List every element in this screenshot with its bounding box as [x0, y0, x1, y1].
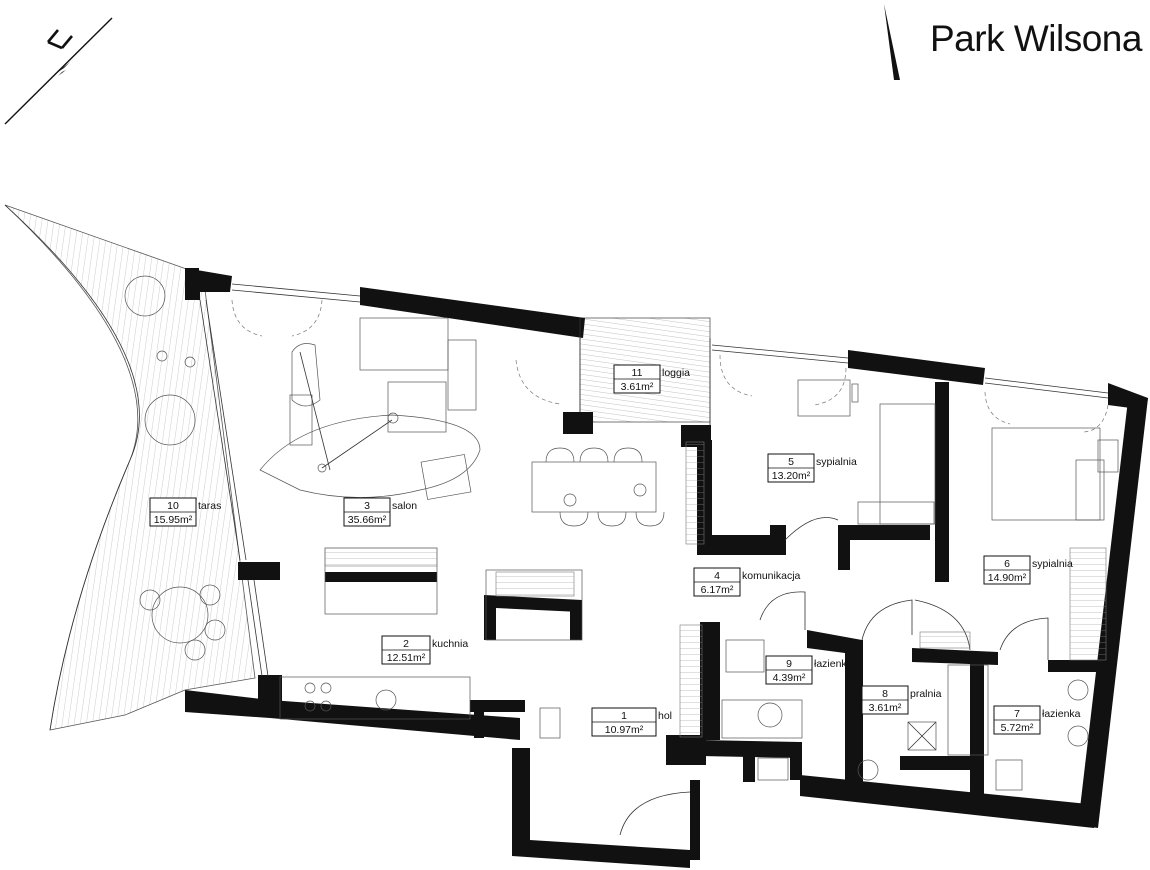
- room-label-9: 9 4.39m² łazienka: [765, 655, 853, 685]
- room-number: 7: [1014, 708, 1020, 720]
- room-label-11: 11 3.61m² loggia: [613, 364, 690, 394]
- room-number: 3: [364, 500, 370, 512]
- room-name: salon: [392, 500, 417, 512]
- room-label-1: 1 10.97m² hol: [591, 707, 672, 737]
- room-number: 5: [788, 456, 794, 468]
- living-room-furniture: [259, 317, 665, 527]
- room-area: 6.17m²: [701, 584, 734, 596]
- room-number: 2: [403, 638, 409, 650]
- room-number: 1: [621, 710, 627, 722]
- room-area: 5.72m²: [1001, 722, 1034, 734]
- bedroom-6-furniture: [919, 427, 1119, 661]
- room-name: sypialnia: [816, 456, 857, 468]
- room-name: taras: [198, 500, 221, 512]
- kitchen-furniture: [279, 547, 583, 739]
- room-labels: 1 10.97m² hol 2 12.51m² kuchnia 3 35.66m² salon 4…: [149, 364, 1081, 737]
- room-area: 15.95m²: [154, 514, 193, 526]
- orientation-marker-icon: [884, 4, 900, 80]
- room-name: pralnia: [910, 688, 942, 700]
- room-number: 6: [1004, 558, 1010, 570]
- page-title: Park Wilsona: [930, 18, 1142, 59]
- door-swings: [231, 299, 1109, 836]
- hall-wardrobe: [679, 624, 703, 738]
- room-area: 3.61m²: [869, 702, 902, 714]
- room-area: 35.66m²: [348, 514, 387, 526]
- window-lines: [199, 283, 1109, 677]
- room-area: 13.20m²: [772, 470, 811, 482]
- room-area: 14.90m²: [988, 572, 1027, 584]
- room-label-4: 4 6.17m² komunikacja: [693, 567, 801, 597]
- room-label-10: 10 15.95m² taras: [149, 497, 221, 527]
- walls: [185, 268, 1148, 868]
- room-area: 3.61m²: [621, 381, 654, 393]
- room-area: 10.97m²: [605, 724, 644, 736]
- room-name: łazienka: [814, 658, 853, 670]
- room-label-5: 5 13.20m² sypialnia: [767, 453, 857, 483]
- room-number: 4: [714, 570, 720, 582]
- terrace-area: [4, 204, 256, 731]
- room-label-8: 8 3.61m² pralnia: [861, 685, 942, 715]
- room-name: kuchnia: [432, 638, 468, 650]
- room-area: 12.51m²: [387, 652, 426, 664]
- bedroom-5-furniture: [685, 379, 936, 545]
- room-area: 4.39m²: [773, 672, 806, 684]
- room-name: hol: [658, 710, 672, 722]
- room-label-6: 6 14.90m² sypialnia: [983, 555, 1073, 585]
- room-number: 11: [632, 367, 643, 379]
- room-label-7: 7 5.72m² łazienka: [993, 705, 1081, 735]
- room-name: loggia: [662, 367, 690, 379]
- room-label-3: 3 35.66m² salon: [343, 497, 417, 527]
- room-name: sypialnia: [1032, 558, 1073, 570]
- room-number: 9: [786, 658, 792, 670]
- room-number: 10: [167, 500, 179, 512]
- room-number: 8: [882, 688, 888, 700]
- room-name: komunikacja: [742, 570, 801, 582]
- room-name: łazienka: [1042, 708, 1081, 720]
- north-arrow-icon: [4, 17, 113, 125]
- bathroom-fixtures: [721, 639, 1089, 791]
- room-label-2: 2 12.51m² kuchnia: [381, 635, 468, 665]
